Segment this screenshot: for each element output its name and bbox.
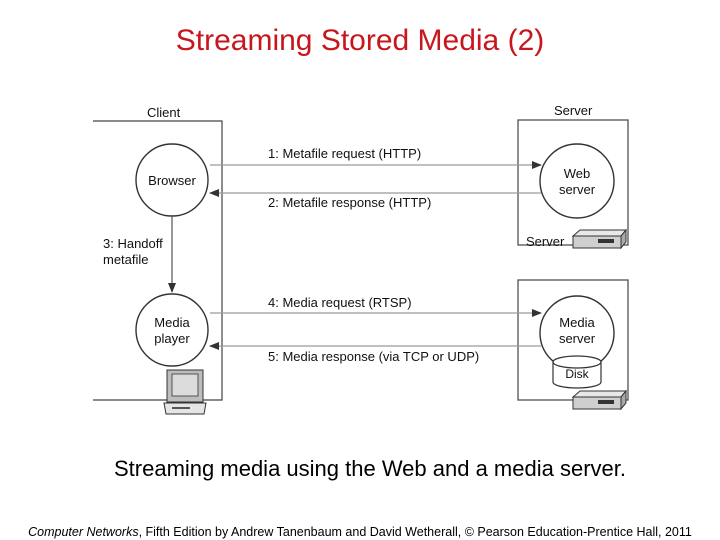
web-server-label-1: Web xyxy=(564,166,591,181)
media-player-node xyxy=(135,293,209,367)
figure-caption: Streaming media using the Web and a medi… xyxy=(114,456,626,481)
media-player-label-1: Media xyxy=(154,315,190,330)
web-server-label-2: server xyxy=(559,182,596,197)
client-label: Client xyxy=(147,105,181,120)
server-machine-label: Server xyxy=(526,234,565,249)
msg-metafile-request: 1: Metafile request (HTTP) xyxy=(268,146,421,161)
msg-media-response: 5: Media response (via TCP or UDP) xyxy=(268,349,479,364)
web-server-node xyxy=(539,143,615,219)
msg-media-request: 4: Media request (RTSP) xyxy=(268,295,412,310)
media-player-label-2: player xyxy=(154,331,190,346)
handoff-label-1: 3: Handoff xyxy=(103,236,163,251)
footer-credit-rest: , Fifth Edition by Andrew Tanenbaum and … xyxy=(138,525,692,539)
footer-credit: Computer Networks, Fifth Edition by Andr… xyxy=(0,525,720,539)
media-server-label-1: Media xyxy=(559,315,595,330)
msg-metafile-response: 2: Metafile response (HTTP) xyxy=(268,195,431,210)
footer-book-title: Computer Networks xyxy=(28,525,139,539)
disk-label: Disk xyxy=(565,367,589,381)
slide-title: Streaming Stored Media (2) xyxy=(175,24,545,57)
web-server-machine-icon xyxy=(571,228,628,250)
browser-label: Browser xyxy=(148,173,196,188)
client-computer-icon xyxy=(163,369,207,415)
media-server-label-2: server xyxy=(559,331,596,346)
handoff-label-2: metafile xyxy=(103,252,149,267)
media-server-machine-icon xyxy=(571,389,628,411)
server-label: Server xyxy=(554,103,593,118)
client-frame xyxy=(93,120,223,401)
disk-icon: Disk xyxy=(552,355,602,389)
